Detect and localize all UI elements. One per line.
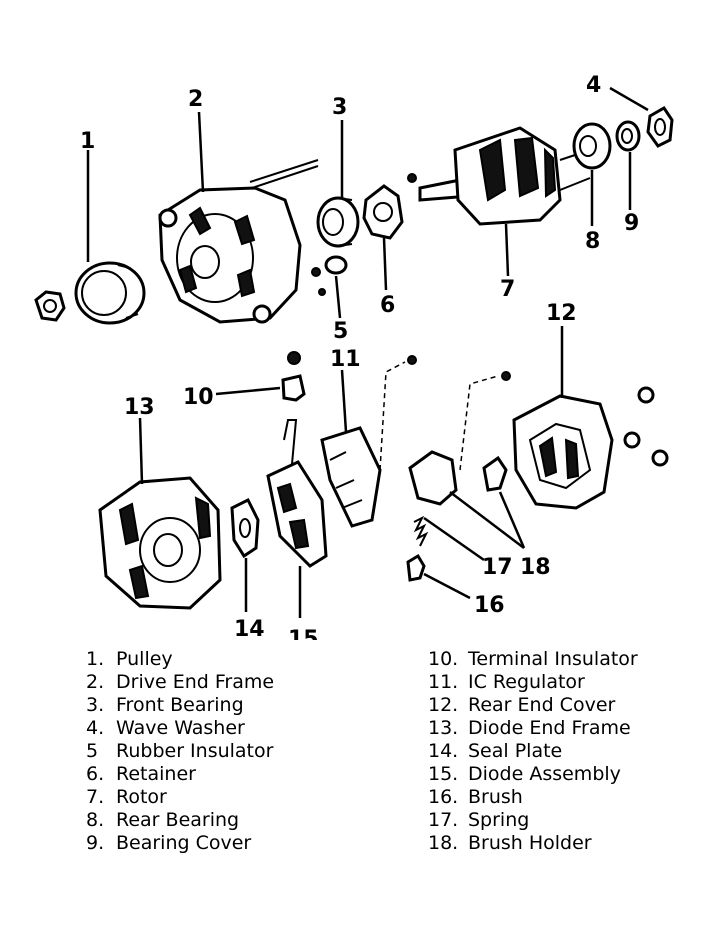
legend-number: 12.	[428, 694, 459, 716]
legend-number: 5	[86, 740, 99, 762]
legend-item: 15. Diode Assembly	[428, 763, 638, 786]
legend-label: Bearing Cover	[116, 832, 252, 854]
legend-number: 6.	[86, 763, 105, 785]
callout-8: 8	[585, 229, 600, 254]
legend-item: 8. Rear Bearing	[86, 809, 274, 832]
legend-number: 14.	[428, 740, 459, 762]
diode-assembly-part	[266, 419, 328, 568]
legend-label: Wave Washer	[116, 717, 245, 739]
callout-16: 16	[474, 593, 505, 618]
legend-number: 8.	[86, 809, 105, 831]
legend-number: 13.	[428, 717, 459, 739]
legend-item: 5 Rubber Insulator	[86, 740, 274, 763]
legend-number: 10.	[428, 648, 459, 670]
brush-holder-part	[408, 371, 511, 506]
legend-left-column: 1. Pulley 2. Drive End Frame 3. Front Beari…	[86, 648, 274, 855]
terminal-insulator-part	[281, 351, 306, 402]
wave-washer-part	[646, 106, 674, 148]
callout-7: 7	[500, 277, 515, 302]
callout-13: 13	[124, 395, 155, 420]
callout-11: 11	[330, 347, 361, 372]
legend-item: 13. Diode End Frame	[428, 717, 638, 740]
legend-item: 11. IC Regulator	[428, 671, 638, 694]
callout-14: 14	[234, 617, 265, 640]
legend-label: Rubber Insulator	[116, 740, 274, 762]
callout-2: 2	[188, 87, 203, 112]
legend-number: 9.	[86, 832, 105, 854]
legend-item: 12. Rear End Cover	[428, 694, 638, 717]
legend-label: Pulley	[116, 648, 173, 670]
diode-end-frame-part	[98, 476, 222, 610]
legend-item: 3. Front Bearing	[86, 694, 274, 717]
rear-bearing-part	[572, 122, 612, 170]
legend-item: 7. Rotor	[86, 786, 274, 809]
ic-regulator-part	[320, 355, 417, 528]
brush-part	[406, 553, 426, 582]
callout-15: 15	[288, 627, 319, 640]
legend-label: Terminal Insulator	[468, 648, 638, 670]
drive-end-frame-part	[158, 159, 319, 324]
legend-label: Retainer	[116, 763, 196, 785]
callout-1: 1	[80, 129, 95, 154]
legend-label: Brush	[468, 786, 523, 808]
legend-label: Diode Assembly	[468, 763, 621, 785]
legend-label: Diode End Frame	[468, 717, 631, 739]
legend-label: IC Regulator	[468, 671, 585, 693]
spring-part	[413, 515, 429, 547]
legend-item: 2. Drive End Frame	[86, 671, 274, 694]
legend-label: Rear End Cover	[468, 694, 616, 716]
legend-item: 17. Spring	[428, 809, 638, 832]
legend-item: 6. Retainer	[86, 763, 274, 786]
callout-6: 6	[380, 293, 395, 318]
callout-4: 4	[586, 73, 601, 98]
legend-number: 18.	[428, 832, 459, 854]
legend-label: Rotor	[116, 786, 167, 808]
front-bearing-part	[316, 196, 360, 248]
legend-label: Rear Bearing	[116, 809, 240, 831]
leader-lines	[86, 86, 649, 618]
legend-number: 2.	[86, 671, 105, 693]
legend-item: 16. Brush	[428, 786, 638, 809]
callout-5: 5	[333, 319, 348, 344]
legend-right-column: 10. Terminal Insulator 11. IC Regulator 12…	[428, 648, 638, 855]
callout-10: 10	[183, 385, 214, 410]
callout-3: 3	[332, 95, 347, 120]
legend-item: 9. Bearing Cover	[86, 832, 274, 855]
legend-item: 18. Brush Holder	[428, 832, 638, 855]
bearing-cover-part	[615, 120, 641, 152]
callout-12: 12	[546, 301, 577, 326]
legend-number: 3.	[86, 694, 105, 716]
legend-label: Front Bearing	[116, 694, 244, 716]
legend-item: 10. Terminal Insulator	[428, 648, 638, 671]
alternator-exploded-diagram: 1 2 3 4 5 6 7 8 9 10 11 12 13 14 15 16 1…	[34, 73, 674, 640]
rubber-insulator-part	[311, 255, 348, 296]
legend-number: 7.	[86, 786, 105, 808]
legend-number: 4.	[86, 717, 105, 739]
legend-label: Drive End Frame	[116, 671, 275, 693]
rotor-part	[407, 126, 591, 226]
legend-number: 17.	[428, 809, 459, 831]
legend-number: 16.	[428, 786, 459, 808]
legend-number: 11.	[428, 671, 459, 693]
legend-label: Spring	[468, 809, 530, 831]
legend-label: Brush Holder	[468, 832, 592, 854]
legend-item: 1. Pulley	[86, 648, 274, 671]
legend-item: 14. Seal Plate	[428, 740, 638, 763]
pulley-part	[34, 261, 146, 325]
callout-18: 18	[520, 555, 551, 580]
rear-end-cover-part	[512, 386, 669, 510]
legend-number: 15.	[428, 763, 459, 785]
legend-item: 4. Wave Washer	[86, 717, 274, 740]
seal-plate-part	[230, 497, 260, 559]
callout-9: 9	[624, 211, 639, 236]
callout-17: 17	[482, 555, 513, 580]
legend-label: Seal Plate	[468, 740, 563, 762]
retainer-part	[362, 184, 404, 240]
legend-number: 1.	[86, 648, 105, 670]
